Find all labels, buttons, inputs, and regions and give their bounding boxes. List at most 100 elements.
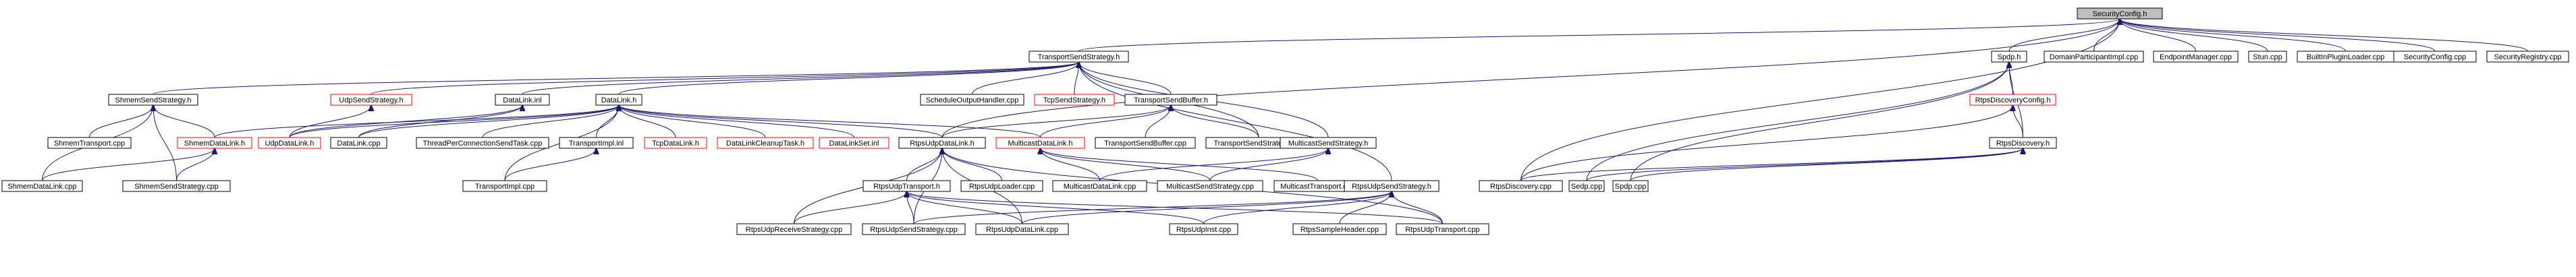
node-rtpssampleheader-cpp[interactable]: RtpsSampleHeader.cpp bbox=[1292, 223, 1387, 235]
node-transportimpl-cpp[interactable]: TransportImpl.cpp bbox=[462, 180, 547, 192]
node-label: MulticastSendStrategy.h bbox=[1288, 140, 1368, 148]
node-box bbox=[1612, 180, 1649, 192]
node-shmemsendstrategy-h[interactable]: ShmemSendStrategy.h bbox=[108, 94, 198, 106]
node-box bbox=[595, 94, 642, 106]
node-scheduleoutputhandler-cpp[interactable]: ScheduleOutputHandler.cpp bbox=[920, 94, 1024, 106]
node-label: EndpointManager.cpp bbox=[2160, 53, 2232, 61]
node-box bbox=[462, 180, 547, 192]
node-securityconfig-cpp[interactable]: SecurityConfig.cpp bbox=[2393, 51, 2477, 63]
node-tcpsendstrategy-h[interactable]: TcpSendStrategy.h bbox=[1034, 94, 1115, 106]
node-datalink-inl[interactable]: DataLink.inl bbox=[495, 94, 550, 106]
node-multicastdatalink-cpp[interactable]: MulticastDataLink.cpp bbox=[1052, 180, 1147, 192]
node-box bbox=[330, 137, 387, 149]
node-rtpsudpdatalink-cpp[interactable]: RtpsUdpDataLink.cpp bbox=[975, 223, 1069, 235]
edge-multicastdatalink_h-to-transportsendbuffer_h bbox=[1040, 105, 1172, 138]
node-box bbox=[1052, 180, 1147, 192]
node-rtpsudploader-cpp[interactable]: RtpsUdpLoader.cpp bbox=[960, 180, 1043, 192]
node-rtpsdiscovery-cpp[interactable]: RtpsDiscovery.cpp bbox=[1479, 180, 1563, 192]
node-stun-cpp[interactable]: Stun.cpp bbox=[2248, 51, 2287, 63]
edge-transportimpl_cpp-to-transportimpl_inl bbox=[504, 148, 597, 181]
node-box bbox=[736, 223, 852, 235]
node-label: SecurityConfig.cpp bbox=[2404, 53, 2466, 61]
node-label: UdpDataLink.h bbox=[265, 140, 314, 148]
node-rtpsudptransport-cpp[interactable]: RtpsUdpTransport.cpp bbox=[1396, 223, 1489, 235]
edge-endpointmanager_cpp-to-secconfig_h bbox=[2120, 19, 2196, 52]
node-multicastsendstrategy-h[interactable]: MulticastSendStrategy.h bbox=[1280, 137, 1377, 149]
node-label: ShmemSendStrategy.h bbox=[115, 96, 192, 104]
edge-rtpsudpsendstrategy_h-to-transportsendstrategy_h bbox=[1079, 62, 1392, 181]
node-builtinpluginloader-cpp[interactable]: BuiltInPluginLoader.cpp bbox=[2297, 51, 2394, 63]
edge-builtinpluginloader_cpp-to-secconfig_h bbox=[2120, 19, 2346, 52]
node-label: MulticastDataLink.h bbox=[1008, 140, 1073, 148]
edge-transportsendstrategy_h-to-secconfig_h bbox=[1078, 19, 2120, 52]
node-label: RtpsUdpSendStrategy.h bbox=[1352, 183, 1431, 191]
edge-transportsendbuffer_h-to-transportsendstrategy_h bbox=[1079, 62, 1172, 95]
edge-rtpsudpdatalink_cpp-to-rtpsudptransport_h bbox=[907, 191, 1022, 224]
node-label: RtpsUdpSendStrategy.cpp bbox=[870, 226, 957, 234]
node-label: TransportSendBuffer.cpp bbox=[1104, 140, 1186, 148]
node-label: SecurityConfig.h bbox=[2093, 10, 2147, 18]
node-datalink-h[interactable]: DataLink.h bbox=[595, 94, 642, 106]
node-spdp-h[interactable]: Spdp.h bbox=[1991, 51, 2027, 63]
edge-rtpsdiscovery_h-to-rtpsdiscoveryconfig_h bbox=[2013, 105, 2023, 138]
node-rtpsudptransport-h[interactable]: RtpsUdpTransport.h bbox=[862, 180, 951, 192]
edge-rtpsudpdatalink_h-to-datalink_h bbox=[619, 105, 943, 138]
edge-shmemsendstrategy_cpp-to-shmemsendstrategy_h bbox=[153, 105, 177, 181]
node-box bbox=[258, 137, 321, 149]
node-transportsendbuffer-h[interactable]: TransportSendBuffer.h bbox=[1124, 94, 1217, 106]
node-label: TransportSendBuffer.h bbox=[1134, 96, 1208, 104]
node-rtpsdiscoveryconfig-h[interactable]: RtpsDiscoveryConfig.h bbox=[1969, 94, 2056, 106]
edge-multicastdatalink_cpp-to-multicastsendstrategy_h bbox=[1099, 148, 1329, 181]
node-box bbox=[47, 137, 132, 149]
node-threadperconnectionsendtask-cpp[interactable]: ThreadPerConnectionSendTask.cpp bbox=[416, 137, 549, 149]
node-datalinkset-inl[interactable]: DataLinkSet.inl bbox=[819, 137, 889, 149]
node-transportsendbuffer-cpp[interactable]: TransportSendBuffer.cpp bbox=[1095, 137, 1196, 149]
node-udpdatalink-h[interactable]: UdpDataLink.h bbox=[258, 137, 321, 149]
node-label: MulticastTransport.cpp bbox=[1280, 183, 1355, 191]
edge-rtpsudpinst_cpp-to-rtpsudptransport_h bbox=[907, 191, 1204, 224]
node-multicastsendstrategy-cpp[interactable]: MulticastSendStrategy.cpp bbox=[1157, 180, 1263, 192]
node-spdp-cpp[interactable]: Spdp.cpp bbox=[1612, 180, 1649, 192]
node-udpsendstrategy-h[interactable]: UdpSendStrategy.h bbox=[330, 94, 412, 106]
edge-rtpsudpreceivestrategy_cpp-to-rtpsudptransport_h bbox=[794, 191, 907, 224]
node-shmemtransport-cpp[interactable]: ShmemTransport.cpp bbox=[47, 137, 132, 149]
node-rtpsudpsendstrategy-h[interactable]: RtpsUdpSendStrategy.h bbox=[1344, 180, 1440, 192]
edge-layer bbox=[42, 19, 2528, 224]
node-rtpsudpdatalink-h[interactable]: RtpsUdpDataLink.h bbox=[898, 137, 986, 149]
node-multicasttransport-cpp[interactable]: MulticastTransport.cpp bbox=[1273, 180, 1362, 192]
node-box bbox=[495, 94, 550, 106]
node-box bbox=[2077, 7, 2163, 20]
node-rtpsudpsendstrategy-cpp[interactable]: RtpsUdpSendStrategy.cpp bbox=[862, 223, 966, 235]
node-rtpsudpreceivestrategy-cpp[interactable]: RtpsUdpReceiveStrategy.cpp bbox=[736, 223, 852, 235]
node-box bbox=[2153, 51, 2239, 63]
node-multicastdatalink-h[interactable]: MulticastDataLink.h bbox=[995, 137, 1085, 149]
edge-scheduleoutputhandler_cpp-to-transportsendstrategy_h bbox=[972, 62, 1079, 95]
node-domainparticipantimpl-cpp[interactable]: DomainParticipantImpl.cpp bbox=[2044, 51, 2144, 63]
edge-transportsendstrategy_cpp-to-transportsendbuffer_h bbox=[1171, 105, 1259, 138]
node-label: ShmemSendStrategy.cpp bbox=[134, 183, 219, 191]
node-endpointmanager-cpp[interactable]: EndpointManager.cpp bbox=[2153, 51, 2239, 63]
node-securityregistry-cpp[interactable]: SecurityRegistry.cpp bbox=[2486, 51, 2569, 63]
node-box bbox=[1169, 223, 1238, 235]
node-label: DataLinkCleanupTask.h bbox=[726, 140, 804, 148]
node-rtpsudpinst-cpp[interactable]: RtpsUdpInst.cpp bbox=[1169, 223, 1238, 235]
node-box bbox=[1396, 223, 1489, 235]
node-shmemsendstrategy-cpp[interactable]: ShmemSendStrategy.cpp bbox=[122, 180, 231, 192]
node-transportsendstrategy-h[interactable]: TransportSendStrategy.h bbox=[1029, 51, 1129, 63]
edge-rtpsdiscovery_cpp-to-secconfig_h bbox=[1520, 19, 2120, 181]
edge-rtpsudptransport_h-to-rtpsudpdatalink_h bbox=[906, 148, 943, 181]
node-transportimpl-inl[interactable]: TransportImpl.inl bbox=[559, 137, 634, 149]
edge-udpdatalink_h-to-udpsendstrategy_h bbox=[289, 105, 371, 138]
node-shmemdatalink-h[interactable]: ShmemDataLink.h bbox=[177, 137, 252, 149]
node-rtpsdiscovery-h[interactable]: RtpsDiscovery.h bbox=[1989, 137, 2057, 149]
node-label: TransportImpl.inl bbox=[569, 140, 624, 148]
node-tcpdatalink-h[interactable]: TcpDataLink.h bbox=[644, 137, 707, 149]
node-shmemdatalink-cpp[interactable]: ShmemDataLink.cpp bbox=[1, 180, 83, 192]
edge-sedp_cpp-to-spdp_h bbox=[1586, 62, 2009, 181]
node-box bbox=[1157, 180, 1263, 192]
node-datalink-cpp[interactable]: DataLink.cpp bbox=[330, 137, 387, 149]
node-box bbox=[975, 223, 1069, 235]
edge-shmemdatalink_h-to-datalink_h bbox=[214, 105, 619, 138]
node-datalinkcleanuptask-h[interactable]: DataLinkCleanupTask.h bbox=[717, 137, 814, 149]
node-sedp-cpp[interactable]: Sedp.cpp bbox=[1568, 180, 1605, 192]
